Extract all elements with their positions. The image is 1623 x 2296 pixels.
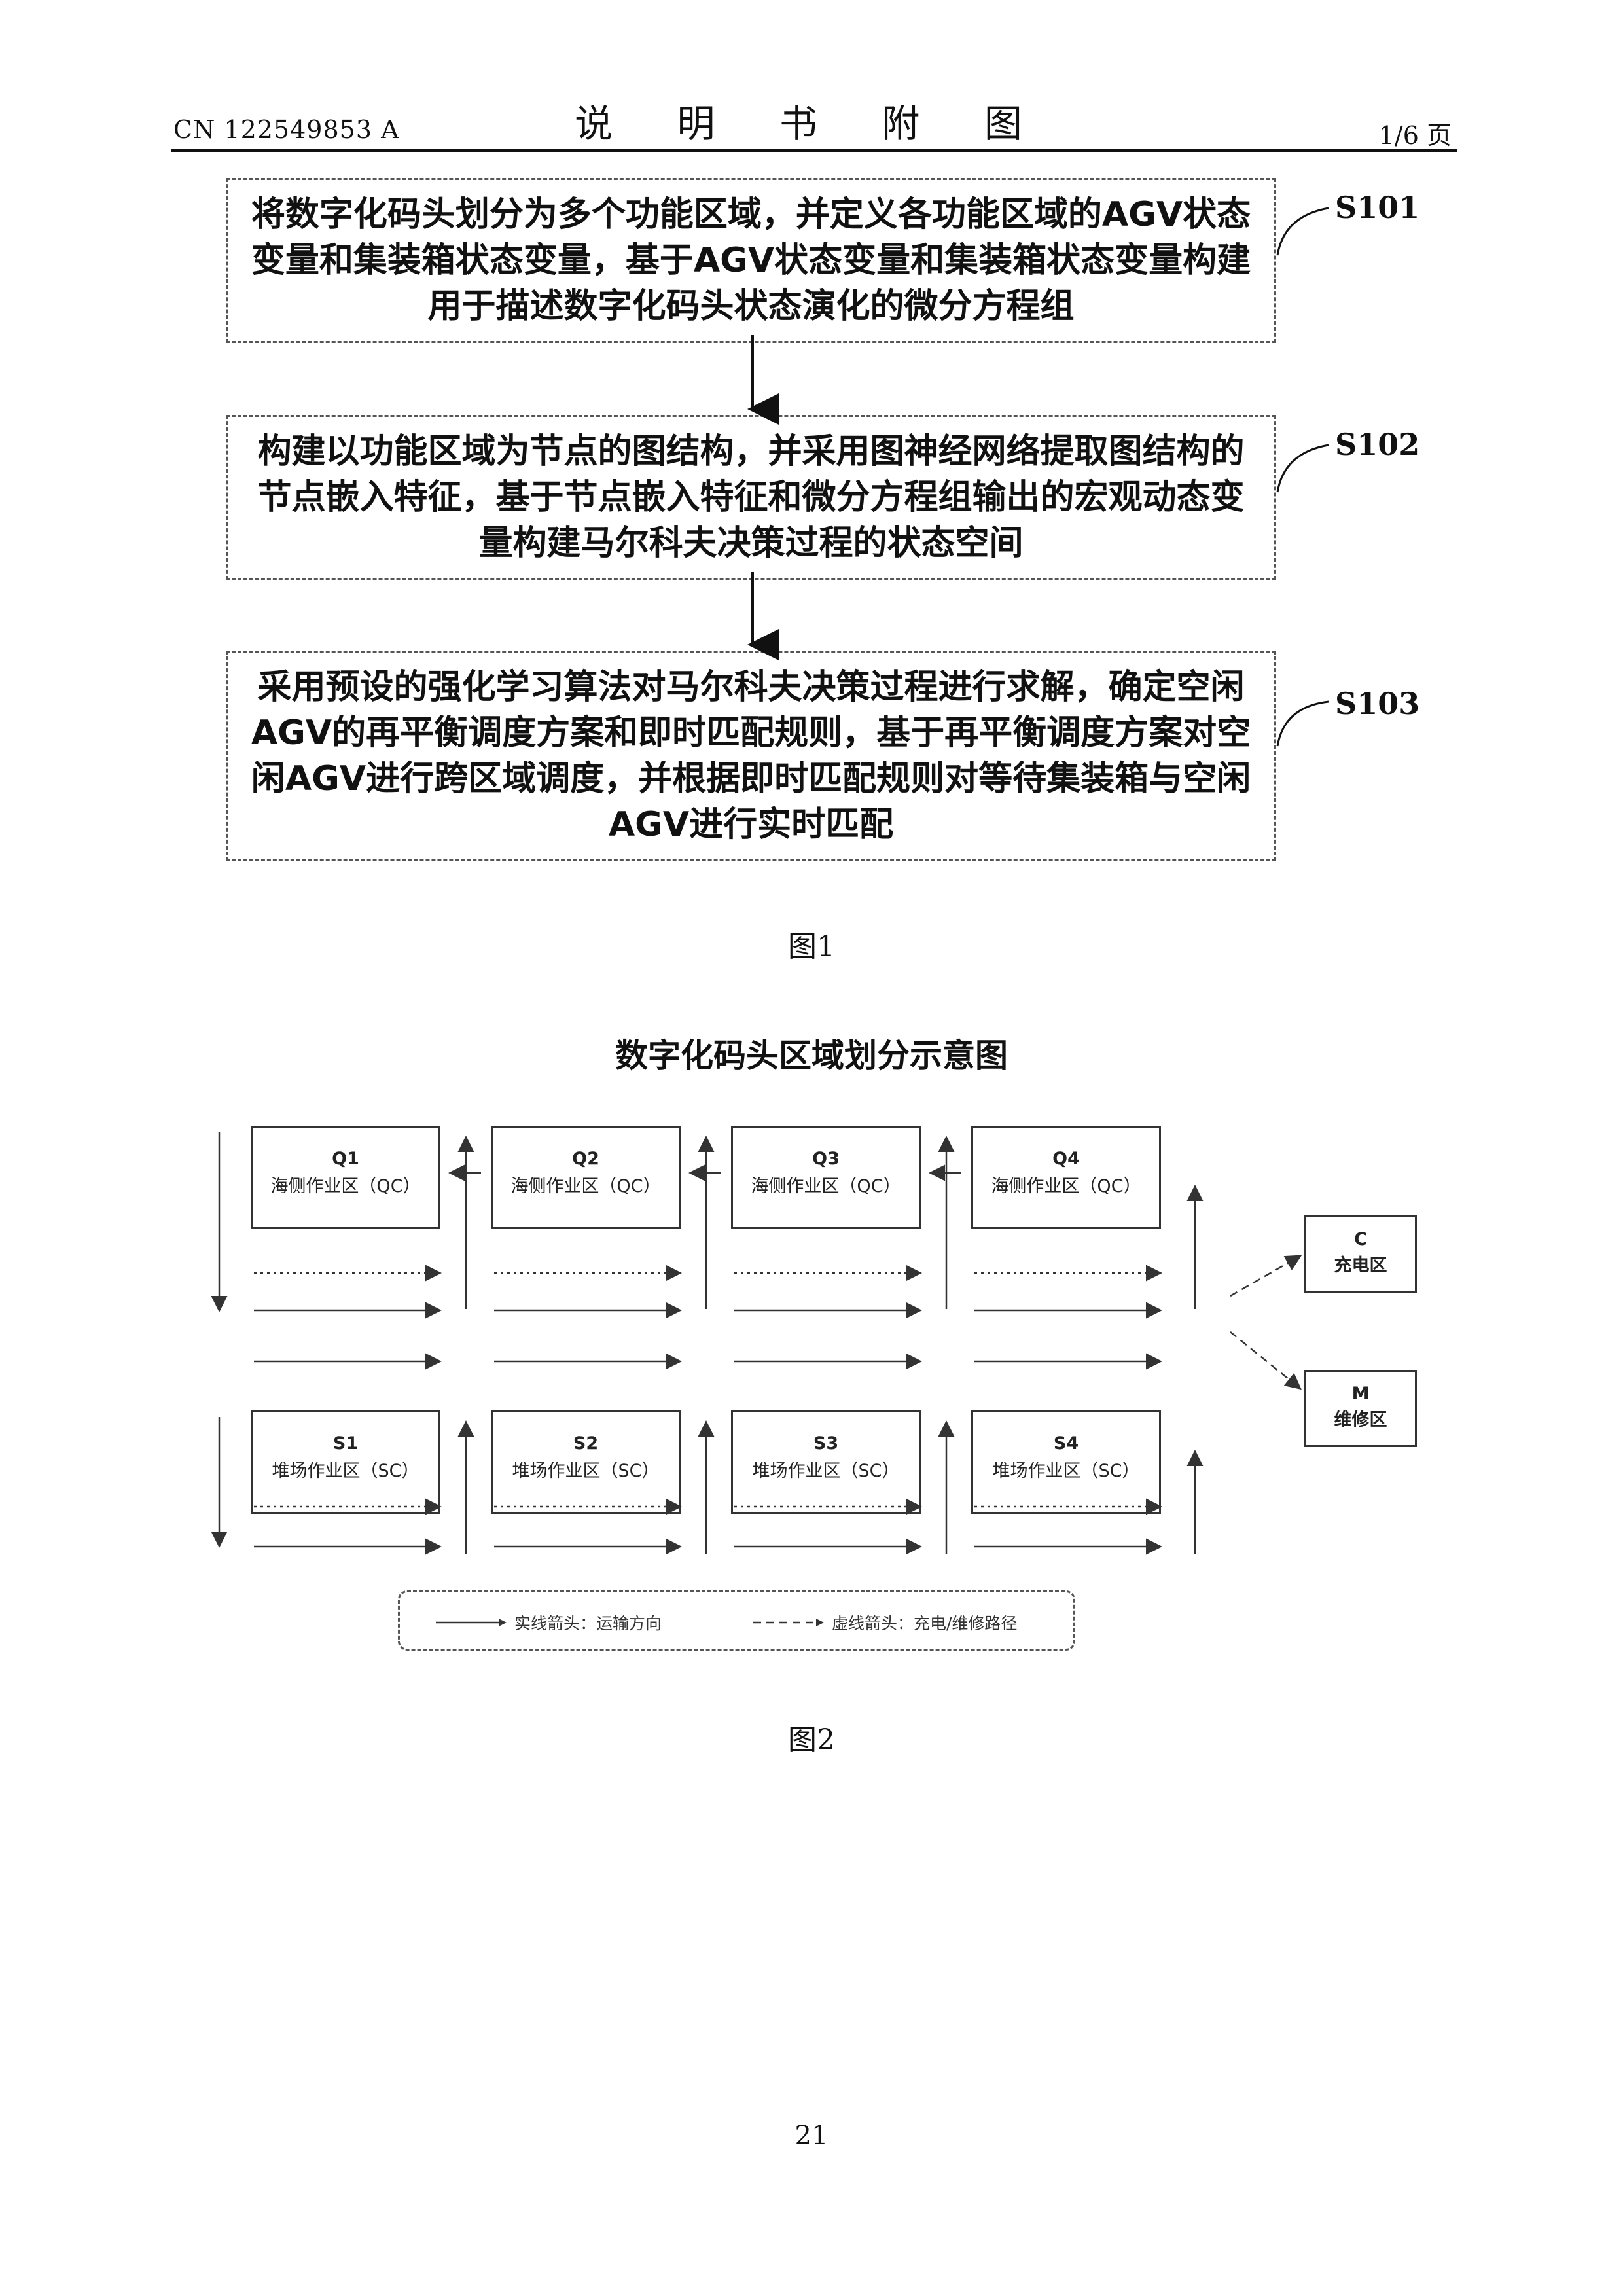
label-leader-s103 [1277,702,1329,746]
charge-path-arrow [1230,1257,1299,1296]
legend: 实线箭头：运输方向 虚线箭头：充电/维修路径 [398,1590,1075,1651]
page-number: 21 [0,2121,1623,2151]
legend-solid-arrow-icon [436,1616,508,1629]
legend-dashed-arrow-icon [753,1616,825,1629]
label-leader-s101 [1277,208,1329,255]
figure1-caption: 图1 [0,923,1623,965]
label-leader-s102 [1277,445,1329,492]
legend-dashed-label: 虚线箭头：充电/维修路径 [832,1611,1017,1634]
figure2-caption: 图2 [0,1716,1623,1758]
zone-flow-arrows [0,1100,1623,1584]
maintenance-path-arrow [1230,1332,1299,1388]
flowchart-connectors [0,0,1623,916]
figure2-title: 数字化码头区域划分示意图 [0,1030,1623,1077]
legend-solid-label: 实线箭头：运输方向 [514,1611,662,1634]
